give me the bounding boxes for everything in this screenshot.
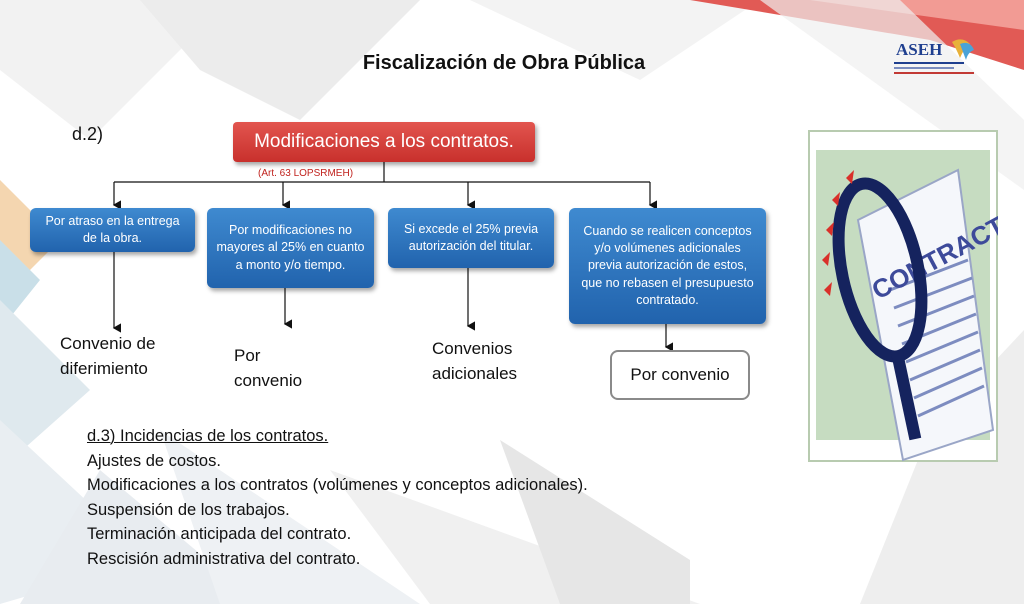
incidencia-item: Rescisión administrativa del contrato. bbox=[87, 549, 361, 568]
result-convenios-adicionales: Convenios adicionales bbox=[432, 339, 518, 383]
incidencias-list: d.3) Incidencias de los contratos. Ajust… bbox=[87, 424, 588, 571]
incidencia-item: Terminación anticipada del contrato. bbox=[87, 525, 352, 543]
page-title: Fiscalización de Obra Pública bbox=[362, 52, 646, 74]
result-por-convenio: Por convenio bbox=[234, 346, 303, 390]
contract-magnifier-illustration: CONTRACT bbox=[808, 130, 998, 462]
branch-box-over-25: Si excede el 25% previa autorización del… bbox=[388, 208, 554, 268]
main-box: Modificaciones a los contratos. bbox=[233, 122, 535, 162]
branch-box-additional: Cuando se realicen conceptos y/o volúmen… bbox=[569, 208, 766, 324]
logo-text: ASEH bbox=[896, 40, 943, 59]
result-convenio-diferimiento: Convenio de diferimiento bbox=[60, 334, 156, 378]
branch-box-under-25: Por modificaciones no mayores al 25% en … bbox=[207, 208, 374, 288]
incidencia-item: Modificaciones a los contratos (volúmene… bbox=[87, 476, 588, 494]
incidencia-item: Suspensión de los trabajos. bbox=[87, 500, 290, 519]
aseh-logo bbox=[894, 39, 974, 74]
result-box-por-convenio: Por convenio bbox=[610, 350, 750, 400]
branch-box-delay: Por atraso en la entrega de la obra. bbox=[30, 208, 195, 252]
incidencia-item: Ajustes de costos. bbox=[87, 451, 221, 470]
legal-reference: (Art. 63 LOPSRMEH) bbox=[258, 168, 354, 179]
incidencias-title: d.3) Incidencias de los contratos. bbox=[87, 427, 329, 445]
section-label: d.2) bbox=[72, 124, 104, 144]
